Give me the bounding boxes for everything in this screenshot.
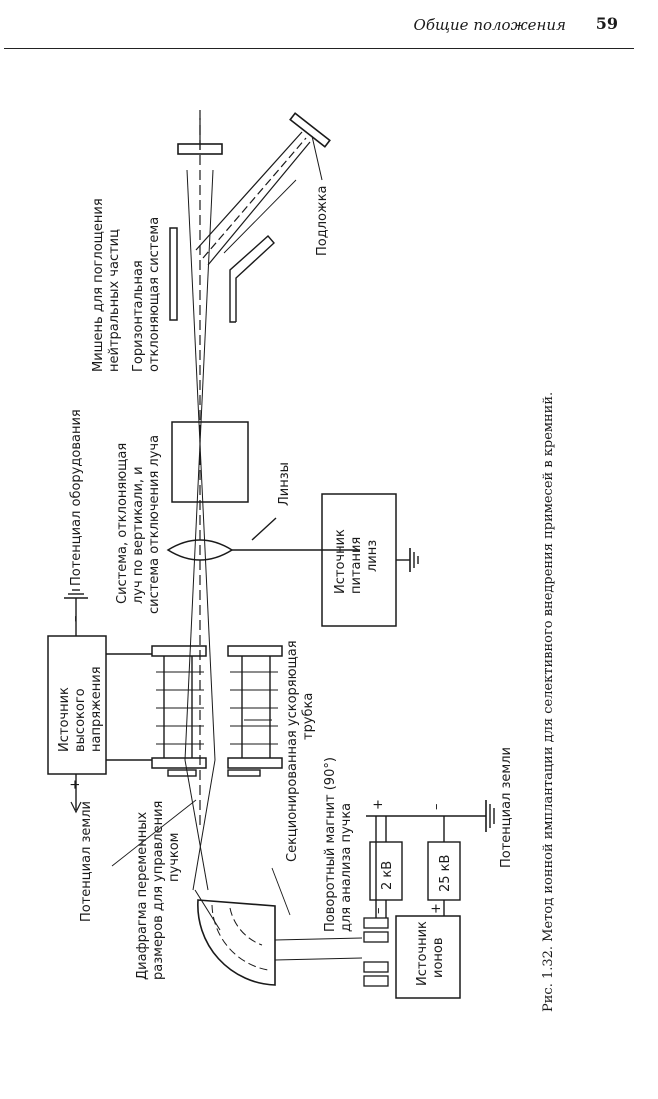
label-minus-25kv: – — [429, 804, 444, 811]
label-magnet-1: Поворотный магнит (90°) — [323, 757, 338, 932]
aperture-plate-left — [167, 769, 197, 777]
section-title: Общие положения — [413, 16, 566, 34]
running-header: Общие положения 59 — [0, 8, 658, 49]
deflection-plate-left — [169, 227, 178, 321]
aperture-plate-right — [227, 769, 261, 777]
page-number: 59 — [595, 14, 618, 33]
accelerator-tube — [151, 645, 283, 769]
extraction-electrodes — [363, 917, 389, 987]
label-ion-source-2: ионов — [431, 937, 446, 978]
label-tube-1: Секционированная ускоряющая — [285, 640, 300, 862]
lens — [166, 517, 360, 561]
label-aperture-3: пучком — [167, 833, 182, 883]
label-horizontal-deflection-2: отклоняющая система — [147, 217, 162, 372]
beam-to-substrate — [195, 131, 311, 266]
label-plus-25kv: + — [429, 903, 444, 914]
supply-network — [366, 815, 486, 918]
label-hv-source-1: Источник — [57, 687, 72, 752]
label-hv-source-3: напряжения — [89, 666, 104, 752]
label-aperture-1: Диафрагма переменных — [135, 812, 150, 980]
label-lens-supply-2: питания — [349, 537, 364, 594]
label-plus-hv: + — [68, 779, 83, 790]
vertical-deflection-box — [171, 421, 249, 503]
label-minus-hv: – — [68, 616, 83, 623]
label-deflection-vertical-1: Система, отклоняющая — [115, 443, 130, 604]
figure-caption: Рис. 1.32. Метод ионной имплантации для … — [541, 392, 556, 1012]
label-deflection-vertical-2: луч по вертикали, и — [131, 466, 146, 604]
label-target-1: Мишень для поглощения — [91, 198, 106, 372]
label-target-2: нейтральных частиц — [107, 229, 122, 372]
label-substrate: Подложка — [315, 185, 330, 256]
label-lens-supply-3: линз — [365, 540, 380, 572]
label-equipment-potential: Потенциал оборудования — [69, 409, 84, 586]
lens-ground-icon — [409, 548, 419, 572]
bottom-ground-icon — [485, 800, 495, 832]
neutral-target-plate — [177, 143, 223, 155]
label-deflection-vertical-3: система отключения луча — [147, 435, 162, 614]
label-ground-potential-bottom: Потенциал земли — [499, 747, 514, 868]
label-ion-source-1: Источник — [415, 921, 430, 986]
deflection-plate-right — [229, 235, 275, 323]
label-minus-2kv: – — [371, 908, 386, 915]
label-ground-potential-left: Потенциал земли — [79, 801, 94, 922]
label-lenses: Линзы — [277, 462, 292, 506]
label-plus-2kv: + — [371, 799, 386, 810]
label-hv-source-2: высокого — [73, 688, 88, 752]
label-2kv: 2 кВ — [380, 861, 395, 890]
hv-source-box — [47, 635, 107, 775]
equipment-ground-icon — [64, 589, 88, 599]
label-aperture-2: размеров для управления — [151, 801, 166, 980]
substrate-plate — [289, 112, 331, 148]
label-horizontal-deflection-1: Горизонтальная — [131, 260, 146, 372]
beam-envelope — [184, 169, 221, 931]
label-25kv: 25 кВ — [438, 855, 453, 892]
analyzing-magnet — [197, 899, 276, 986]
label-tube-2: трубка — [301, 693, 316, 740]
ion-source-box — [395, 915, 461, 999]
header-rule — [4, 48, 634, 49]
label-magnet-2: для анализа пучка — [339, 803, 354, 932]
label-lens-supply-1: Источник — [333, 529, 348, 594]
